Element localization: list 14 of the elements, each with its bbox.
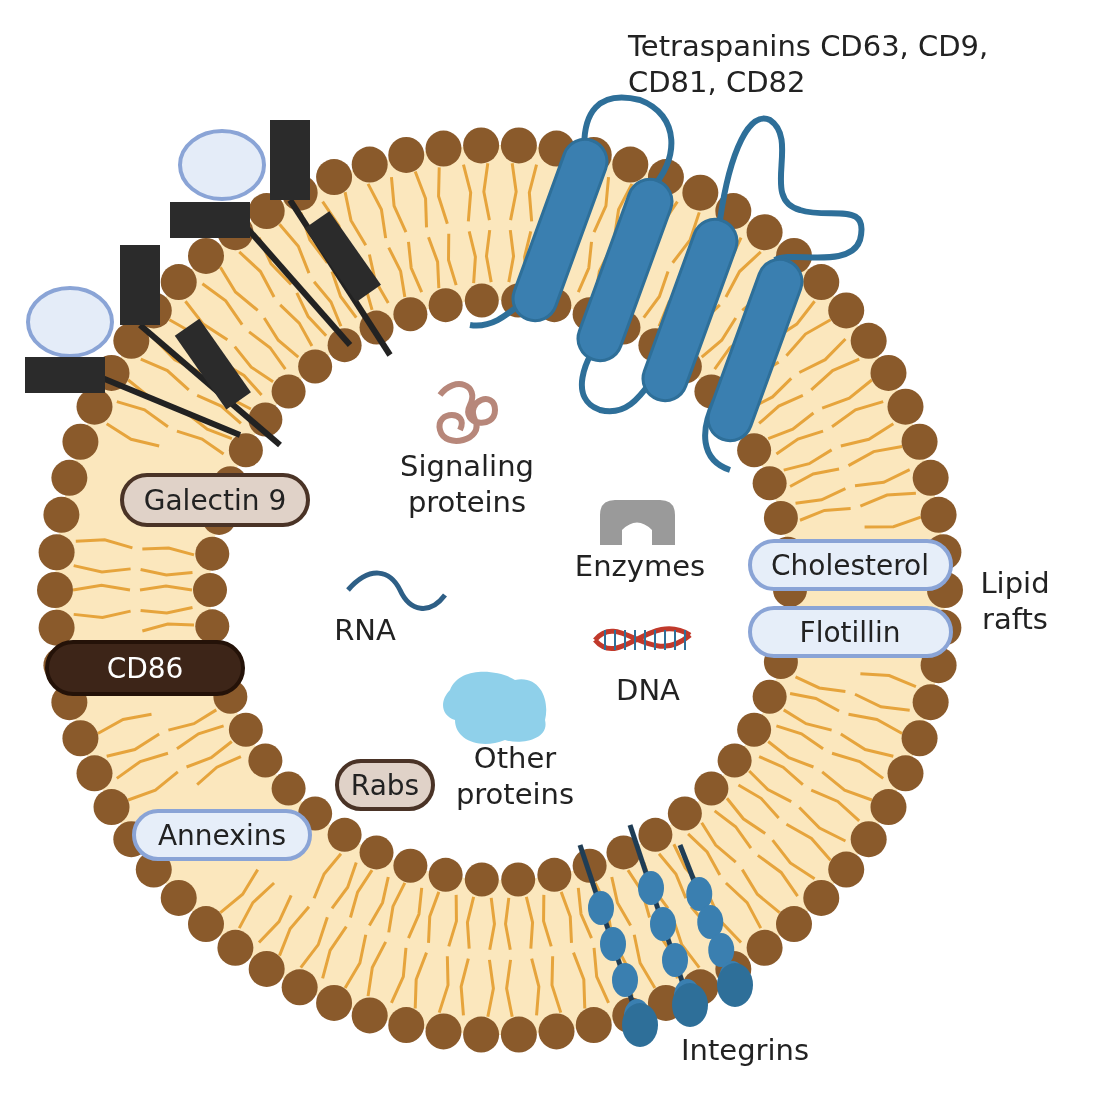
protein-label-pill: Galectin 9 (120, 473, 310, 527)
protein-label-pill: Cholesterol (747, 539, 953, 591)
callout-label: RNA (333, 612, 397, 649)
callout-label: Other proteins (454, 740, 576, 813)
callout-label: Enzymes (573, 548, 707, 585)
callout-label: Integrins (680, 1032, 810, 1069)
protein-label-pill: CD86 (45, 640, 245, 696)
callout-label: Signaling proteins (399, 448, 535, 521)
callout-label: Lipid rafts (979, 565, 1051, 638)
callout-label: DNA (615, 672, 681, 709)
protein-label-pill: Flotillin (747, 606, 953, 658)
callout-label: Tetraspanins CD63, CD9, CD81, CD82 (628, 28, 990, 101)
protein-label-pill: Rabs (335, 759, 435, 811)
protein-label-pill: Annexins (132, 809, 312, 861)
